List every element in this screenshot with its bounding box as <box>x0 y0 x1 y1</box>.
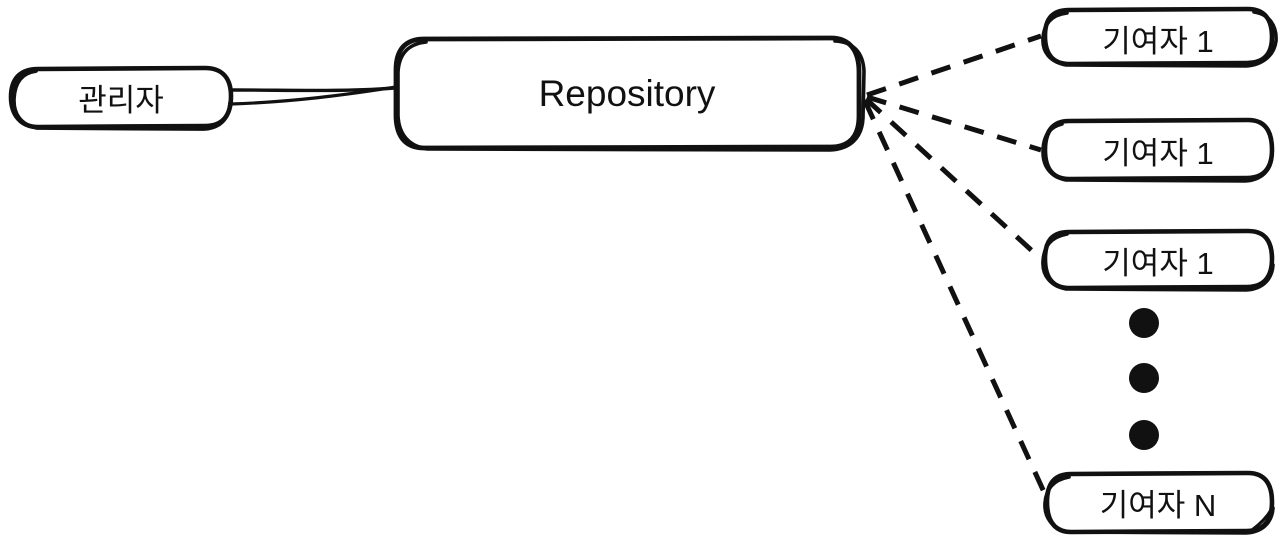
edge-repository-to-contributor-2[interactable] <box>866 94 1042 153</box>
node-contributor-1-shape[interactable] <box>1041 6 1278 68</box>
node-contributor-n-shape[interactable] <box>1043 470 1275 535</box>
vertical-ellipsis <box>1129 308 1159 450</box>
edge-repository-to-contributor-1[interactable] <box>866 33 1042 98</box>
edge-repository-to-contributor-n[interactable] <box>862 99 1047 494</box>
edge-admin-to-repository[interactable] <box>229 85 398 106</box>
ellipsis-dot <box>1129 308 1159 338</box>
ellipsis-dot <box>1129 363 1159 393</box>
node-admin-shape[interactable] <box>8 65 234 131</box>
ellipsis-dot <box>1129 420 1159 450</box>
edge-repository-to-contributor-3[interactable] <box>864 97 1043 261</box>
node-repository-shape[interactable] <box>393 35 866 152</box>
node-contributor-2-shape[interactable] <box>1041 117 1275 183</box>
node-contributor-3-shape[interactable] <box>1041 228 1275 292</box>
